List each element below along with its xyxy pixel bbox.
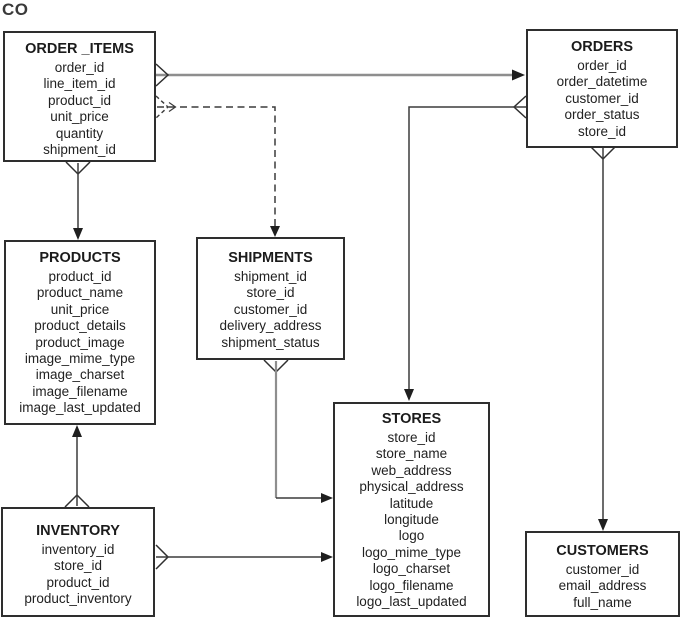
- field-row: product_inventory: [24, 591, 132, 607]
- field-row: product_id: [46, 574, 110, 590]
- field-row: store_id: [387, 430, 436, 445]
- entity-title: STORES: [381, 411, 442, 427]
- relationship-inventory-products: [64, 425, 90, 508]
- relationship-inventory-stores: [155, 544, 333, 570]
- field-row: full_name: [573, 594, 632, 610]
- entity-title: ORDERS: [570, 39, 634, 55]
- field-row: logo: [398, 528, 425, 544]
- field-row: order_id: [577, 58, 627, 73]
- field-row: logo_filename: [369, 577, 454, 593]
- field-row: product_image: [35, 334, 125, 350]
- field-row: product_id: [48, 269, 112, 284]
- entity-order-items[interactable]: ORDER _ITEMS order_id line_item_id produ…: [3, 31, 156, 162]
- field-row: customer_id: [565, 562, 640, 577]
- field-row: product_details: [34, 318, 126, 334]
- field-row: store_id: [577, 123, 627, 139]
- field-row: unit_price: [50, 301, 110, 317]
- field-row: quantity: [55, 125, 104, 141]
- field-row: unit_price: [50, 109, 109, 125]
- relationship-orders-stores: [404, 95, 527, 401]
- field-row: email_address: [558, 578, 647, 594]
- relationship-shipments-stores: [263, 359, 333, 503]
- field-row: order_status: [564, 107, 640, 123]
- field-row: image_last_updated: [19, 400, 141, 416]
- relationship-order-items-products: [65, 161, 91, 240]
- field-row: store_name: [375, 446, 448, 462]
- entity-inventory[interactable]: INVENTORY inventory_id store_id product_…: [1, 507, 155, 617]
- field-row: image_mime_type: [24, 351, 136, 367]
- relationship-orders-customers: [590, 146, 616, 531]
- field-row: order_id: [54, 60, 105, 75]
- field-row: logo_charset: [372, 561, 451, 577]
- entity-stores[interactable]: STORES store_id store_name web_address p…: [333, 402, 490, 617]
- field-row: image_charset: [35, 367, 125, 383]
- field-row: image_filename: [32, 383, 128, 399]
- entity-products[interactable]: PRODUCTS product_id product_name unit_pr…: [4, 240, 156, 425]
- field-row: product_id: [47, 92, 112, 108]
- field-row: customer_id: [565, 90, 639, 106]
- field-row: store_id: [246, 285, 295, 301]
- entity-title: PRODUCTS: [39, 250, 121, 266]
- field-row: inventory_id: [41, 542, 115, 557]
- field-row: shipment_id: [43, 142, 116, 158]
- field-row: web_address: [371, 462, 452, 478]
- field-row: store_id: [53, 558, 103, 574]
- entity-title: ORDER _ITEMS: [25, 41, 134, 57]
- entity-customers[interactable]: CUSTOMERS customer_id email_address full…: [525, 531, 680, 617]
- field-row: shipment_id: [234, 269, 307, 284]
- relationship-order-items-orders: [155, 63, 525, 87]
- field-row: logo_last_updated: [356, 594, 467, 610]
- entity-orders[interactable]: ORDERS order_id order_datetime customer_…: [526, 29, 678, 148]
- schema-label: CO: [2, 0, 29, 19]
- field-row: latitude: [389, 495, 434, 511]
- relationship-order-items-shipments: [155, 95, 280, 237]
- field-row: line_item_id: [43, 76, 116, 92]
- entity-title: CUSTOMERS: [556, 543, 649, 559]
- field-row: delivery_address: [219, 318, 322, 334]
- field-row: order_datetime: [556, 74, 648, 90]
- entity-shipments[interactable]: SHIPMENTS shipment_id store_id customer_…: [196, 237, 345, 360]
- field-row: longitude: [384, 512, 439, 528]
- field-row: logo_mime_type: [361, 544, 462, 560]
- entity-title: SHIPMENTS: [228, 250, 313, 266]
- entity-title: INVENTORY: [36, 523, 120, 539]
- field-row: shipment_status: [221, 334, 320, 350]
- field-row: physical_address: [359, 479, 464, 495]
- field-row: product_name: [36, 285, 124, 301]
- field-row: customer_id: [233, 301, 308, 317]
